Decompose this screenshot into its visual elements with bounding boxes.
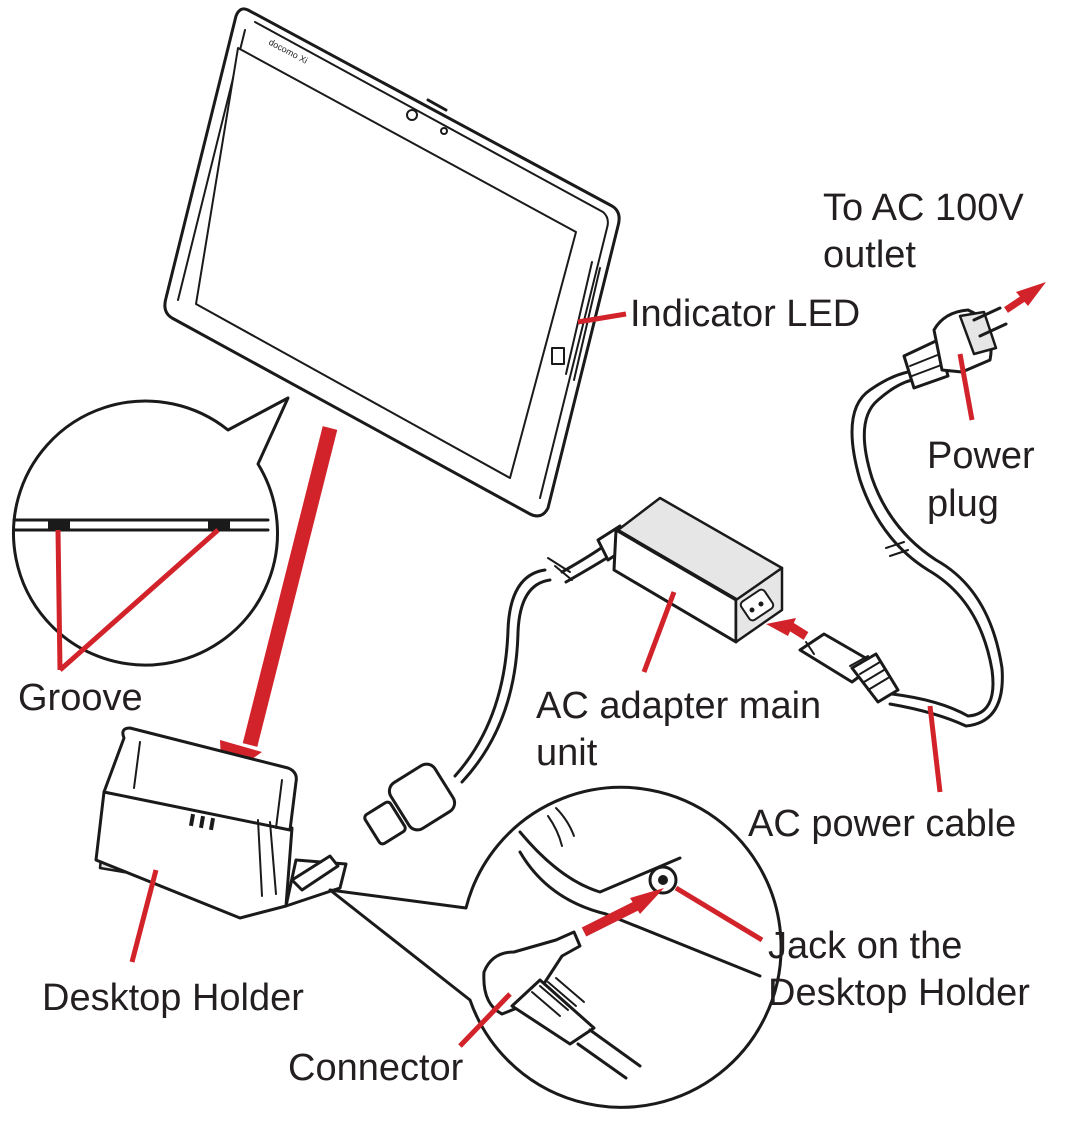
label-desktop-holder: Desktop Holder	[42, 977, 304, 1019]
label-groove: Groove	[18, 677, 143, 719]
groove-left	[48, 521, 70, 529]
label-connector: Connector	[288, 1047, 464, 1089]
tablet-screen	[195, 47, 577, 479]
holder-indicator	[188, 813, 196, 827]
label-jack-line2: Desktop Holder	[768, 972, 1030, 1014]
leader-jack	[674, 885, 764, 943]
leader-power-plug	[957, 353, 975, 421]
leader-groove-right	[58, 528, 220, 672]
adapter-inlet	[739, 588, 775, 622]
leader-lines	[55, 311, 975, 1048]
label-jack-line1: Jack on the	[768, 925, 962, 967]
ac-power-cable	[766, 370, 1004, 728]
label-ac-adapter-line1: AC adapter main	[536, 685, 821, 727]
tablet: docomo Xi	[163, 7, 621, 518]
front-camera	[406, 109, 418, 121]
groove-callout	[11, 396, 290, 667]
desktop-holder	[94, 726, 348, 920]
ac-adapter	[612, 496, 784, 644]
power-plug	[902, 282, 1046, 390]
groove-right	[208, 521, 230, 529]
leader-groove-left	[55, 529, 63, 671]
label-ac-adapter-line2: unit	[536, 732, 598, 774]
leader-indicator-led	[577, 311, 627, 325]
leader-ac-power-cable	[927, 705, 943, 793]
leader-connector	[458, 992, 512, 1048]
light-sensor	[440, 127, 448, 135]
label-outlet-line2: outlet	[823, 234, 916, 276]
label-power-plug-line1: Power	[927, 435, 1035, 477]
label-power-plug-line2: plug	[927, 483, 999, 525]
home-button	[551, 347, 565, 365]
label-ac-power-cable: AC power cable	[748, 803, 1016, 845]
label-outlet-line1: To AC 100V	[823, 187, 1024, 229]
label-indicator-led: Indicator LED	[630, 293, 860, 335]
leader-desktop-holder	[129, 869, 159, 963]
leader-ac-adapter	[641, 591, 677, 673]
labels: To AC 100V outlet Indicator LED Power pl…	[18, 187, 1035, 1089]
